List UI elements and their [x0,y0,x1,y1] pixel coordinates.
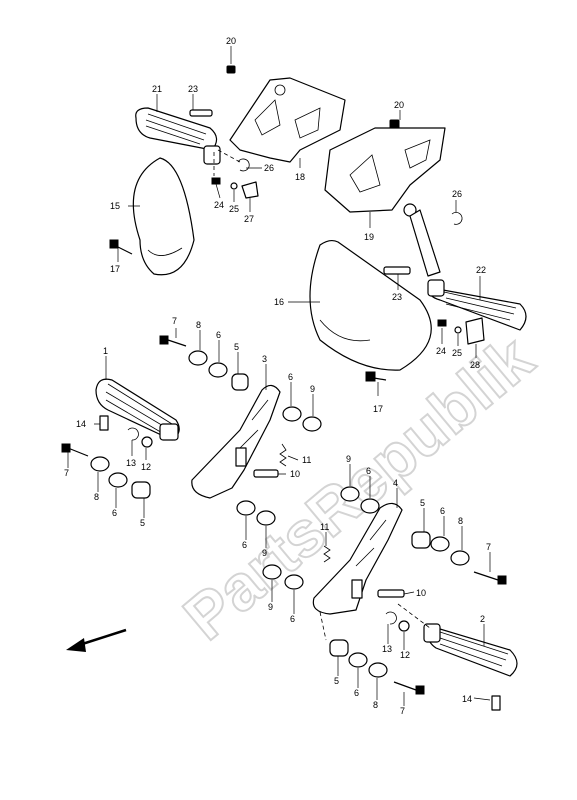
callout-labels: 20 21 23 26 18 15 24 25 27 17 20 26 19 2… [64,36,491,716]
bolt-7-left [159,335,187,347]
clip-13-left [127,427,153,448]
callout-8: 8 [94,492,99,502]
callout-5: 5 [234,342,239,352]
callout-3: 3 [262,354,267,364]
bolt-14-left [99,415,109,431]
callout-6: 6 [112,508,117,518]
bolt-7-right [393,571,507,695]
callout-5: 5 [334,676,339,686]
footrest-bracket-right [324,127,446,277]
callout-8: 8 [373,700,378,710]
pin-23-left [189,109,213,117]
bolt-14-right [491,695,501,711]
callout-10: 10 [290,469,300,479]
callout-9: 9 [262,548,267,558]
bolt-20-right [389,119,400,129]
callout-17: 17 [110,264,120,274]
callout-6: 6 [288,372,293,382]
callout-26: 26 [264,163,274,173]
callout-6: 6 [366,466,371,476]
footpeg-left-upper [135,107,221,165]
footrest-bracket-left [229,77,346,163]
callout-10: 10 [416,588,426,598]
callout-7: 7 [172,316,177,326]
callout-12: 12 [400,650,410,660]
leader-lines [67,46,491,706]
heel-guard-left [132,157,195,276]
callout-27: 27 [244,214,254,224]
bolt-7-left-lower [61,443,89,457]
callout-13: 13 [126,458,136,468]
washers-left [188,350,322,432]
callout-5: 5 [420,498,425,508]
callout-24: 24 [436,346,446,356]
callout-16: 16 [274,297,284,307]
bracket-4-right [312,502,403,615]
bolt-20-left [226,65,236,74]
callout-20: 20 [394,100,404,110]
callout-6: 6 [440,506,445,516]
front-direction-arrow-icon [66,628,127,652]
callout-21: 21 [152,84,162,94]
callout-7: 7 [486,542,491,552]
callout-12: 12 [141,462,151,472]
callout-2: 2 [480,614,485,624]
callout-8: 8 [458,516,463,526]
callout-8: 8 [196,320,201,330]
callout-7: 7 [400,706,405,716]
callout-7: 7 [64,468,69,478]
bolt-10-right [377,589,405,598]
bolt-17-left [109,239,133,255]
small-parts-24-27-left [211,158,259,199]
callout-18: 18 [295,172,305,182]
callout-24: 24 [214,200,224,210]
callout-22: 22 [476,265,486,275]
callout-4: 4 [393,478,398,488]
callout-13: 13 [382,644,392,654]
callout-25: 25 [452,348,462,358]
footpeg-right [423,623,518,677]
callout-9: 9 [346,454,351,464]
callout-28: 28 [470,360,480,370]
callout-6: 6 [242,540,247,550]
footpeg-right-upper [427,279,527,331]
callout-23: 23 [392,292,402,302]
callout-9: 9 [310,384,315,394]
callout-9: 9 [268,602,273,612]
callout-14: 14 [76,419,86,429]
pin-23-right [383,266,411,275]
washers-left-lower [90,456,304,590]
callout-11: 11 [320,522,329,532]
callout-20: 20 [226,36,236,46]
callout-25: 25 [229,204,239,214]
bracket-3-left [191,384,281,499]
callout-1: 1 [103,346,108,356]
callout-15: 15 [110,201,120,211]
clip-13-right [385,611,410,632]
callout-26: 26 [452,189,462,199]
callout-17: 17 [373,404,383,414]
callout-6: 6 [216,330,221,340]
callout-14: 14 [462,694,472,704]
footpeg-left [95,378,180,441]
callout-6: 6 [290,614,295,624]
small-parts-24-28-right [437,212,485,345]
callout-6: 6 [354,688,359,698]
heel-guard-right [309,239,432,371]
spring-11-left [279,443,287,467]
bolt-17-right [365,371,387,382]
callout-11: 11 [302,455,311,465]
callout-23: 23 [188,84,198,94]
bolt-10-left [253,469,279,478]
spring-11-right [323,545,331,563]
callout-5: 5 [140,518,145,528]
washers-right [329,486,470,678]
callout-19: 19 [364,232,374,242]
